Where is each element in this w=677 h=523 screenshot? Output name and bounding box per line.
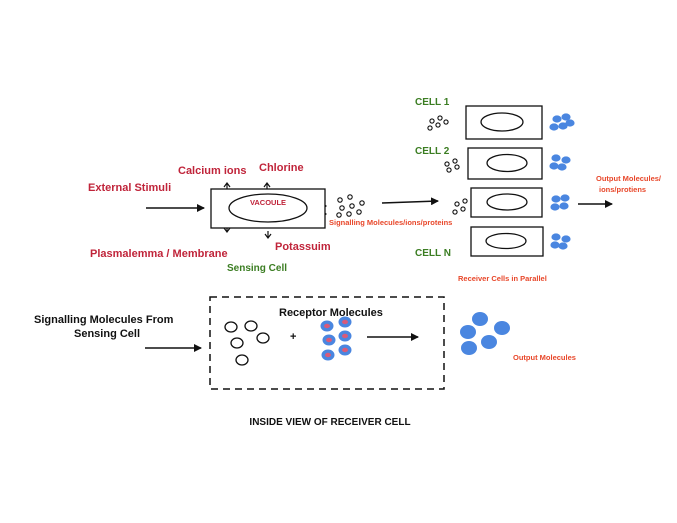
receptor-molecules [320, 316, 352, 361]
emitted-signalling-molecules [336, 194, 365, 218]
inside-view-caption: INSIDE VIEW OF RECEIVER CELL [249, 417, 410, 428]
signalling-molecules-label: Signalling Molecules/ions/proteins [329, 218, 452, 227]
sensing-cell-label: Sensing Cell [227, 263, 287, 274]
plasmalemma-label: Plasmalemma / Membrane [90, 248, 228, 260]
output-molecules-top-label-line2: ions/protiens [599, 185, 646, 194]
output-molecules-bottom-label: Output Molecules [513, 353, 576, 362]
output-molecules-bottom [460, 312, 510, 355]
output-blue-clusters [549, 113, 575, 250]
receiver-cell-2 [467, 147, 543, 180]
chlorine-label: Chlorine [259, 162, 304, 174]
cell-2-label: CELL 2 [415, 146, 450, 157]
signalling-from-sensing-label-line2: Sensing Cell [74, 328, 140, 340]
plus-sign: + [290, 331, 296, 343]
vacuole-label: VACOULE [250, 198, 286, 207]
receptor-molecules-label: Receptor Molecules [279, 307, 383, 319]
cell-n-label: CELL N [415, 248, 451, 259]
calcium-ions-label: Calcium ions [178, 165, 246, 177]
signalling-molecules-inside [224, 320, 270, 366]
receiver-cells-label: Receiver Cells in Parallel [458, 274, 547, 283]
potassium-label: Potassuim [275, 241, 331, 253]
external-stimuli-label: External Stimuli [88, 182, 171, 194]
vacuole [228, 193, 308, 223]
receiver-cell-n [470, 226, 544, 257]
incoming-molecules [427, 115, 468, 215]
receiver-cell-3 [470, 187, 543, 218]
signal-to-receivers-arrow [381, 197, 439, 206]
receiver-cell-1 [465, 105, 543, 140]
receiver-cell-inside-view [209, 296, 445, 390]
signalling-from-sensing-label-line1: Signalling Molecules From [34, 314, 174, 326]
cell-1-label: CELL 1 [415, 97, 450, 108]
output-molecules-top-label-line1: Output Molecules/ [596, 174, 662, 183]
